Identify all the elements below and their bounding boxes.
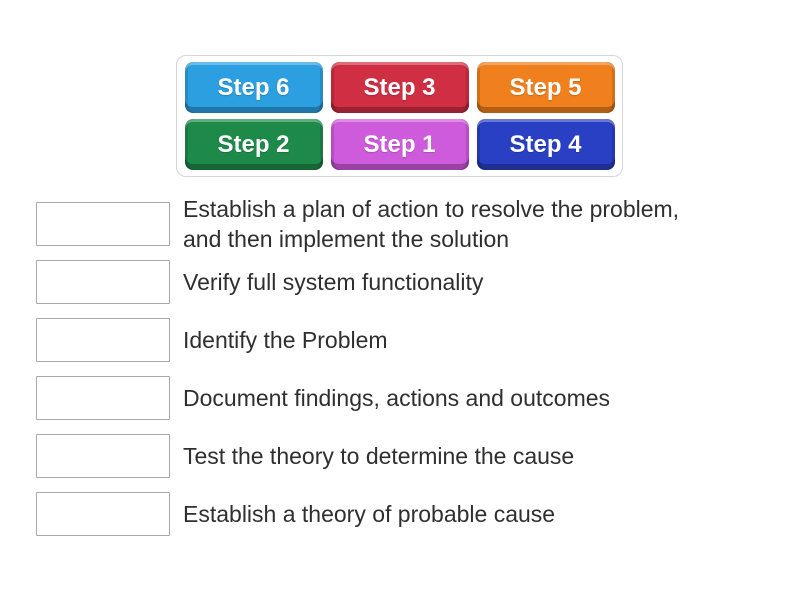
step-tile[interactable]: Step 6 — [184, 62, 323, 113]
answer-drop-zone[interactable] — [36, 376, 170, 420]
match-row: Document findings, actions and outcomes — [36, 376, 683, 420]
step-tile[interactable]: Step 2 — [184, 119, 323, 170]
clue-text: Identify the Problem — [183, 327, 388, 353]
match-row: Test the theory to determine the cause — [36, 434, 683, 478]
clue-text: Test the theory to determine the cause — [183, 443, 575, 469]
answer-drop-zone[interactable] — [36, 318, 170, 362]
clue-text: Document findings, actions and outcomes — [183, 385, 611, 411]
answer-drop-zone[interactable] — [36, 492, 170, 536]
match-row: Establish a plan of action to resolve th… — [36, 196, 683, 252]
step-tile[interactable]: Step 3 — [330, 62, 469, 113]
step-tile[interactable]: Step 1 — [330, 119, 469, 170]
step-tile[interactable]: Step 4 — [476, 119, 615, 170]
match-row: Identify the Problem — [36, 318, 683, 362]
clue-text: Verify full system functionality — [183, 269, 484, 295]
clue-text: Establish a plan of action to resolve th… — [183, 196, 680, 252]
match-row: Establish a theory of probable cause — [36, 492, 683, 536]
match-list: Establish a plan of action to resolve th… — [36, 196, 683, 550]
answer-drop-zone[interactable] — [36, 434, 170, 478]
match-row: Verify full system functionality — [36, 260, 683, 304]
answer-tray: Step 6 Step 3 Step 5 Step 2 Step 1 Step … — [176, 55, 623, 177]
clue-text: Establish a theory of probable cause — [183, 501, 556, 527]
step-tile[interactable]: Step 5 — [476, 62, 615, 113]
answer-drop-zone[interactable] — [36, 260, 170, 304]
answer-drop-zone[interactable] — [36, 202, 170, 246]
